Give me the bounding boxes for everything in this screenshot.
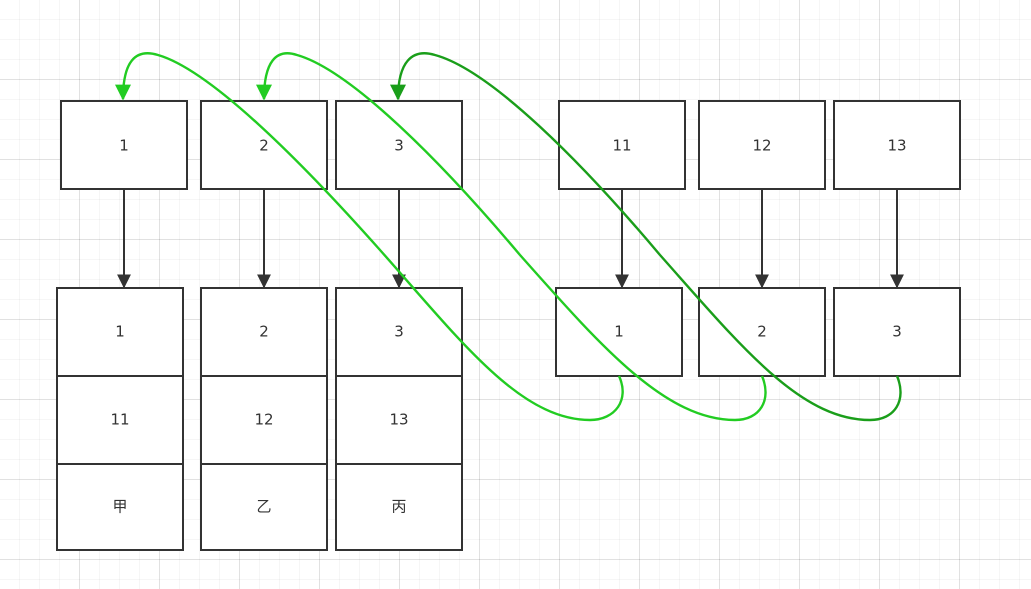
top-node-3-label: 3 — [394, 137, 404, 155]
pointer-node-2[interactable]: 2 — [698, 287, 826, 377]
curved-link-1-to-1 — [115, 52, 624, 422]
top-node-2-label: 2 — [259, 137, 269, 155]
record-3-cell-3[interactable]: 丙 — [335, 463, 463, 551]
pointer-node-3[interactable]: 3 — [833, 287, 961, 377]
straight-edges — [117, 189, 904, 289]
record-3-cell-2[interactable]: 13 — [335, 375, 463, 465]
record-2: 2 12 乙 — [200, 287, 328, 551]
record-1-cell-3[interactable]: 甲 — [56, 463, 184, 551]
record-2-cell-3[interactable]: 乙 — [200, 463, 328, 551]
record-2-cell-2-label: 12 — [254, 411, 273, 429]
record-2-cell-1[interactable]: 2 — [200, 287, 328, 377]
record-3-cell-2-label: 13 — [389, 411, 408, 429]
top-node-1[interactable]: 1 — [60, 100, 188, 190]
record-3-cell-3-label: 丙 — [391, 498, 406, 516]
record-1-cell-2-label: 11 — [110, 411, 129, 429]
record-1-cell-2[interactable]: 11 — [56, 375, 184, 465]
curved-link-2-to-2 — [256, 52, 767, 422]
record-1-cell-1-label: 1 — [115, 323, 125, 341]
record-3-cell-1[interactable]: 3 — [335, 287, 463, 377]
top-node-13[interactable]: 13 — [833, 100, 961, 190]
record-2-cell-1-label: 2 — [259, 323, 269, 341]
curved-link-3-to-3 — [390, 52, 902, 422]
nodes: 1 2 3 11 12 13 — [56, 100, 961, 551]
top-node-11-label: 11 — [612, 137, 631, 155]
record-2-cell-3-label: 乙 — [256, 498, 271, 516]
top-node-12[interactable]: 12 — [698, 100, 826, 190]
top-node-3[interactable]: 3 — [335, 100, 463, 190]
top-node-12-label: 12 — [752, 137, 771, 155]
pointer-node-2-label: 2 — [757, 323, 767, 341]
record-1-cell-3-label: 甲 — [112, 498, 127, 516]
record-3: 3 13 丙 — [335, 287, 463, 551]
pointer-node-3-label: 3 — [892, 323, 902, 341]
record-2-cell-2[interactable]: 12 — [200, 375, 328, 465]
curved-edges — [115, 52, 902, 422]
top-node-13-label: 13 — [887, 137, 906, 155]
record-1-cell-1[interactable]: 1 — [56, 287, 184, 377]
top-node-1-label: 1 — [119, 137, 129, 155]
record-1: 1 11 甲 — [56, 287, 184, 551]
pointer-node-1-label: 1 — [614, 323, 624, 341]
top-node-2[interactable]: 2 — [200, 100, 328, 190]
record-3-cell-1-label: 3 — [394, 323, 404, 341]
pointer-node-1[interactable]: 1 — [555, 287, 683, 377]
top-node-11[interactable]: 11 — [558, 100, 686, 190]
